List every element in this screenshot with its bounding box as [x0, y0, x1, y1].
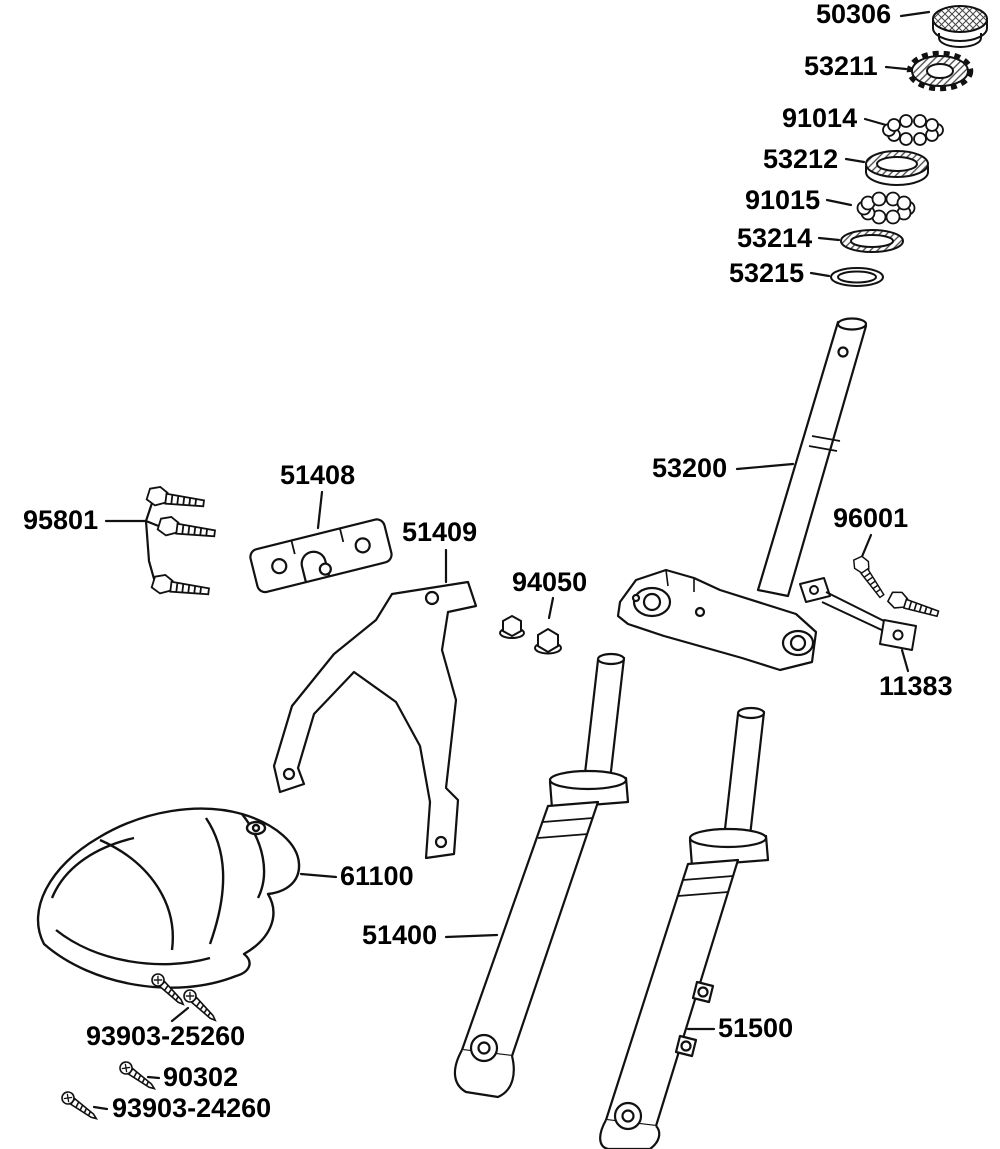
part-drawing-11383 [799, 577, 942, 651]
part-drawing-53215 [830, 267, 884, 287]
part-label-90302: 90302 [163, 1062, 239, 1092]
leader-91014 [863, 117, 888, 127]
leader-90302 [146, 1075, 161, 1080]
part-label-93903-25260: 93903-25260 [86, 1021, 246, 1051]
part-drawing-61100 [36, 807, 301, 989]
part-label-53212: 53212 [763, 144, 839, 174]
part-drawing-51409 [272, 580, 478, 860]
leader-95801-branches [144, 498, 163, 588]
leader-51408 [316, 490, 324, 530]
part-label-50306: 50306 [816, 0, 892, 29]
leader-53200 [735, 462, 795, 471]
leader-94050 [547, 596, 555, 620]
leader-91015 [825, 198, 853, 207]
part-drawing-94050 [499, 614, 562, 655]
part-label-91014: 91014 [782, 103, 858, 133]
leader-11383 [900, 648, 910, 673]
leader-93903-25260 [170, 1006, 190, 1023]
part-label-53214: 53214 [737, 223, 813, 253]
part-drawing-53214 [840, 229, 904, 253]
leader-53211 [884, 65, 908, 71]
part-label-53211: 53211 [804, 51, 878, 81]
part-drawing-91015 [856, 191, 916, 225]
leader-lines [92, 10, 931, 1111]
part-drawing-91014 [882, 114, 944, 146]
leader-96001 [859, 533, 873, 561]
leader-50306 [899, 10, 931, 18]
leader-61100 [299, 872, 338, 879]
leader-93903-24260 [92, 1105, 109, 1111]
part-drawing-51500 [599, 706, 770, 1149]
part-label-11383: 11383 [879, 671, 953, 701]
leader-53215 [809, 271, 831, 278]
part-label-95801: 95801 [23, 505, 99, 535]
leader-53212 [844, 157, 866, 164]
part-label-61100: 61100 [340, 861, 414, 891]
part-label-51408: 51408 [280, 460, 356, 490]
part-label-93903-24260: 93903-24260 [112, 1093, 272, 1123]
part-drawing-95801 [145, 484, 217, 601]
part-drawing-96001 [849, 552, 890, 601]
part-drawing-51408 [249, 518, 393, 594]
part-label-51500: 51500 [718, 1013, 794, 1043]
part-label-51409: 51409 [402, 517, 478, 547]
part-label-96001: 96001 [833, 503, 909, 533]
part-label-53200: 53200 [652, 453, 728, 483]
leader-53214 [817, 236, 841, 242]
part-drawing-51400 [453, 652, 630, 1099]
part-label-94050: 94050 [512, 567, 588, 597]
part-label-91015: 91015 [745, 185, 821, 215]
part-label-53215: 53215 [729, 258, 805, 288]
part-drawing-50306 [932, 5, 988, 48]
leader-51400 [444, 933, 499, 939]
part-drawing-53212 [865, 150, 929, 186]
part-drawing-53200 [616, 317, 868, 672]
part-drawing-53211 [906, 50, 974, 92]
part-label-51400: 51400 [362, 920, 438, 950]
